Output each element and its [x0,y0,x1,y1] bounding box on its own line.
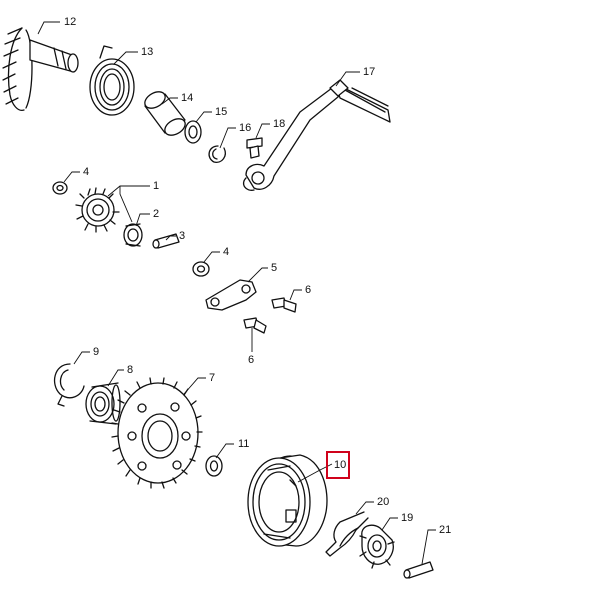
callout-8: 8 [127,364,133,376]
bolt-6a-drawing [271,297,297,313]
bolt-18-drawing [246,137,263,159]
callout-4-middle: 4 [223,246,229,258]
washer-11-drawing [205,455,223,477]
pin-3-drawing [152,233,180,249]
callout-12: 12 [64,16,76,28]
circlip-9-drawing [53,363,85,407]
callout-10: 10 [334,459,346,471]
callout-6-right: 6 [305,284,311,296]
drum-10-drawing [247,454,328,547]
washer-4a-drawing [52,181,68,195]
callout-17: 17 [363,66,375,78]
bracket-5-drawing [205,279,257,311]
circlip-drawing [208,145,226,163]
callout-16: 16 [239,122,251,134]
callout-13: 13 [141,46,153,58]
callout-4-top: 4 [83,166,89,178]
bearing-2-drawing [123,223,143,247]
callout-1: 1 [153,180,159,192]
gear-1-drawing [75,187,120,233]
callout-2: 2 [153,208,159,220]
callout-7: 7 [209,372,215,384]
callout-15: 15 [215,106,227,118]
pin-21-drawing [403,561,434,579]
callout-21: 21 [439,524,451,536]
kick-spring-drawing [89,45,135,116]
callout-18: 18 [273,118,285,130]
highlight-box-part-10 [326,451,350,479]
callout-19: 19 [401,512,413,524]
callout-3: 3 [179,230,185,242]
callout-6-lower: 6 [248,354,254,366]
bushing-drawing [144,91,186,136]
callout-20: 20 [377,496,389,508]
clip-20-drawing [325,511,369,557]
kick-lever-drawing [242,79,391,191]
bolt-6b-drawing [243,317,267,334]
kick-shaft-drawing [2,27,79,111]
callout-14: 14 [181,92,193,104]
callout-9: 9 [93,346,99,358]
washer-4b-drawing [192,261,210,277]
callout-5: 5 [271,262,277,274]
ratchet-19-drawing [359,524,395,569]
sprocket-7-drawing [111,377,203,489]
callout-labels: 12 13 14 15 16 18 17 4 1 2 3 4 5 6 6 9 8… [64,16,451,536]
washer-drawing [184,120,202,144]
callout-11: 11 [238,438,249,450]
bearing-8-drawing [85,382,121,425]
